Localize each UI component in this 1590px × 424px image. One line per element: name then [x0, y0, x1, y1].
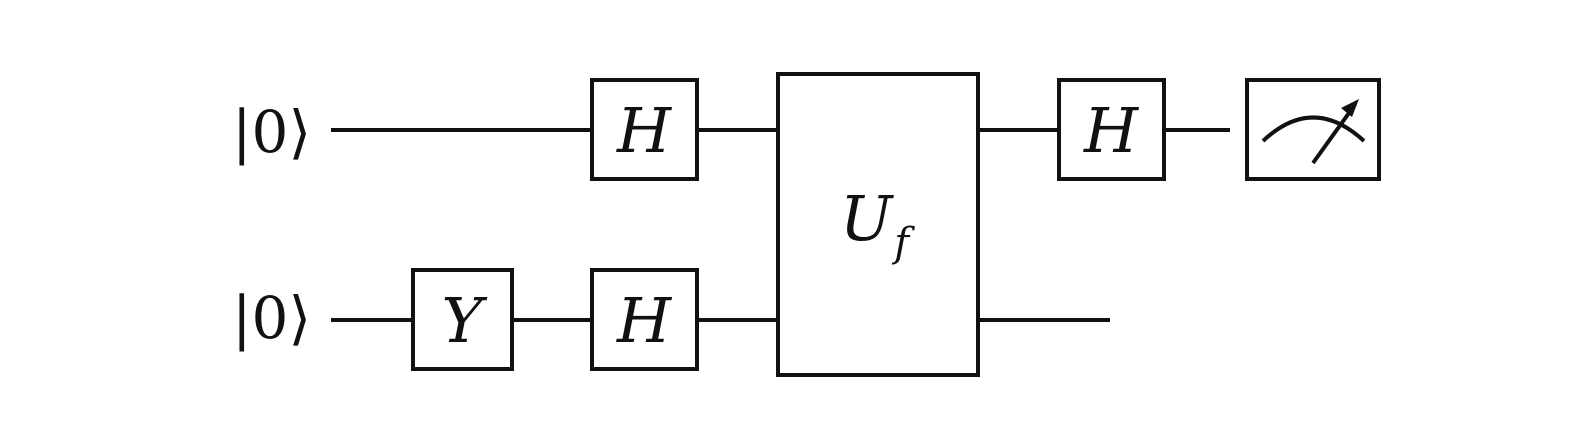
hadamard-gate-top-1: H — [590, 78, 699, 181]
hadamard-gate-bottom-label: H — [616, 284, 673, 357]
hadamard-gate-top-2-label: H — [1083, 94, 1140, 167]
y-gate-bottom: Y — [411, 268, 514, 371]
hadamard-gate-bottom: H — [590, 268, 699, 371]
hadamard-gate-top-2: H — [1057, 78, 1166, 181]
hadamard-gate-top-1-label: H — [616, 94, 673, 167]
qubit-0-input-label: |0⟩ — [232, 98, 311, 166]
meter-icon — [1261, 99, 1366, 165]
oracle-gate: Uf — [776, 72, 980, 377]
y-gate-bottom-label: Y — [442, 284, 488, 357]
qubit-1-input-label: |0⟩ — [232, 284, 311, 352]
measurement-gate — [1245, 78, 1381, 181]
